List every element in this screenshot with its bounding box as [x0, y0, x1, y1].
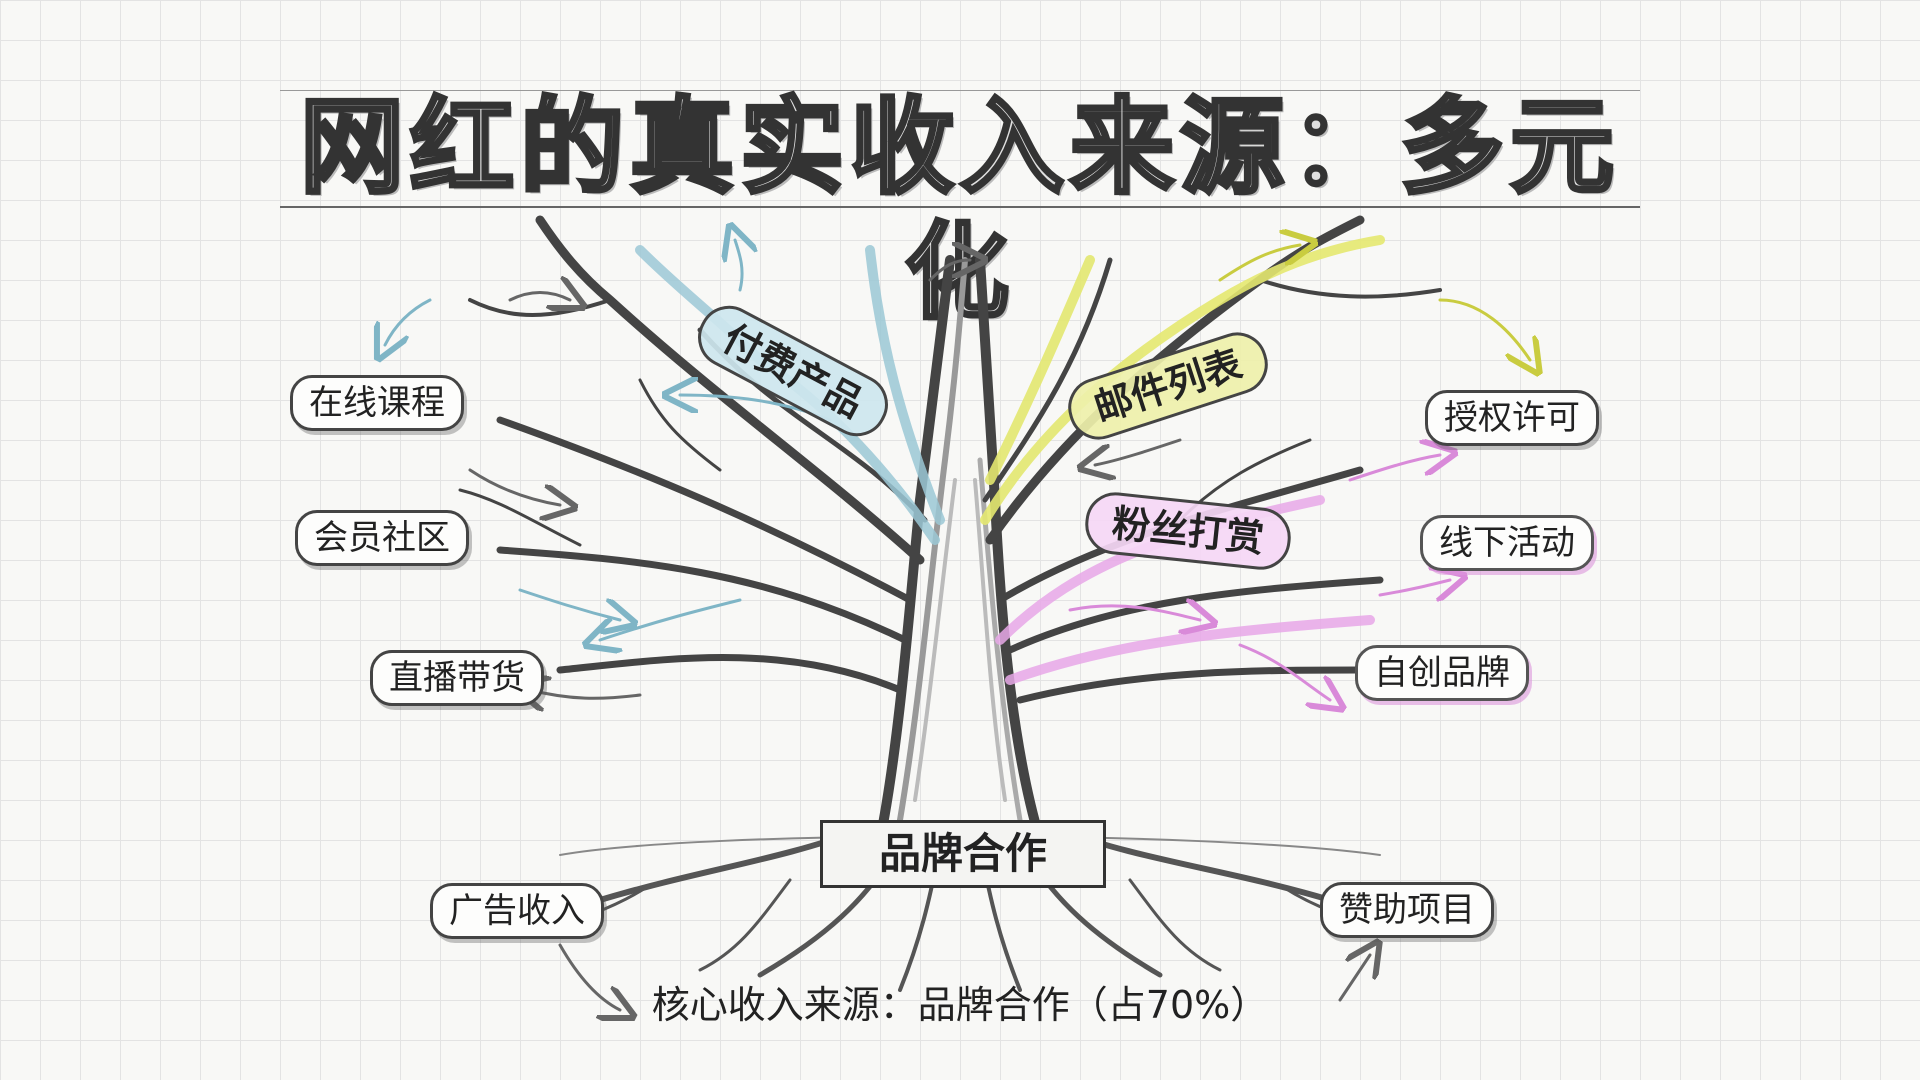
root-banner-brand-partnership: 品牌合作 [820, 820, 1106, 888]
label-offline-events: 线下活动 [1420, 515, 1594, 571]
label-member-community: 会员社区 [295, 510, 469, 566]
label-own-brand: 自创品牌 [1355, 645, 1529, 701]
right-branches [982, 215, 1442, 704]
left-branches [458, 215, 928, 694]
label-ad-revenue: 广告收入 [430, 883, 604, 939]
label-licensing: 授权许可 [1425, 390, 1599, 446]
label-online-course: 在线课程 [290, 375, 464, 431]
tree-trunk [875, 255, 1045, 845]
label-live-commerce: 直播带货 [370, 650, 544, 706]
footer-note: 核心收入来源：品牌合作（占70%） [651, 983, 1269, 1027]
flow-arrows [385, 240, 1530, 1010]
title-frame [280, 90, 1640, 208]
label-sponsorship: 赞助项目 [1320, 882, 1494, 938]
